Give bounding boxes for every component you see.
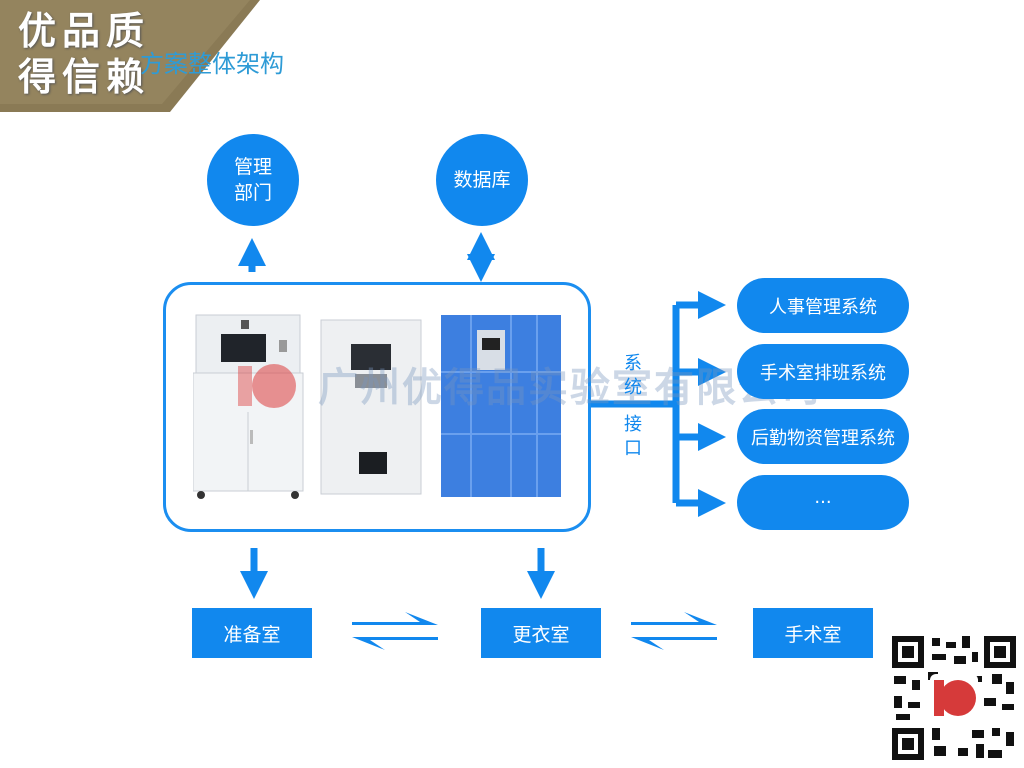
management-line-2: 部门	[233, 182, 272, 204]
management-node: 管理 部门	[207, 134, 299, 226]
iface-char-4: 口	[624, 438, 642, 459]
room-changing: 更衣室	[481, 608, 601, 658]
company-logo	[238, 362, 300, 410]
brand-banner	[0, 0, 260, 112]
iface-char-1: 系	[624, 353, 642, 374]
recycling-machine-icon	[320, 319, 422, 495]
equipment-panel	[163, 282, 591, 532]
database-node: 数据库	[436, 134, 528, 226]
room-preparation: 准备室	[192, 608, 312, 658]
management-line-1: 管理	[233, 156, 272, 178]
company-watermark: 广州优得品实验室有限公司	[318, 365, 822, 411]
slogan-line-2: 得信赖	[18, 55, 151, 99]
system-logistics: 后勤物资管理系统	[737, 409, 909, 464]
iface-char-3: 接	[624, 414, 642, 435]
qr-code	[888, 632, 1020, 764]
interface-label-bottom: 接 口	[622, 413, 644, 461]
interface-label-top: 系 统	[622, 352, 644, 400]
system-or-scheduling: 手术室排班系统	[737, 344, 909, 399]
exchange-arrow-left	[352, 612, 438, 650]
room-operating: 手术室	[753, 608, 873, 658]
iface-char-2: 统	[624, 377, 642, 398]
exchange-arrow-right	[631, 612, 717, 650]
storage-locker-icon	[441, 315, 561, 497]
system-hr: 人事管理系统	[737, 278, 909, 333]
slogan-line-1: 优品质	[18, 9, 151, 53]
page-title: 方案整体架构	[140, 50, 284, 78]
brand-slogan: 优品质 得信赖	[18, 8, 150, 100]
system-more: ···	[737, 475, 909, 530]
